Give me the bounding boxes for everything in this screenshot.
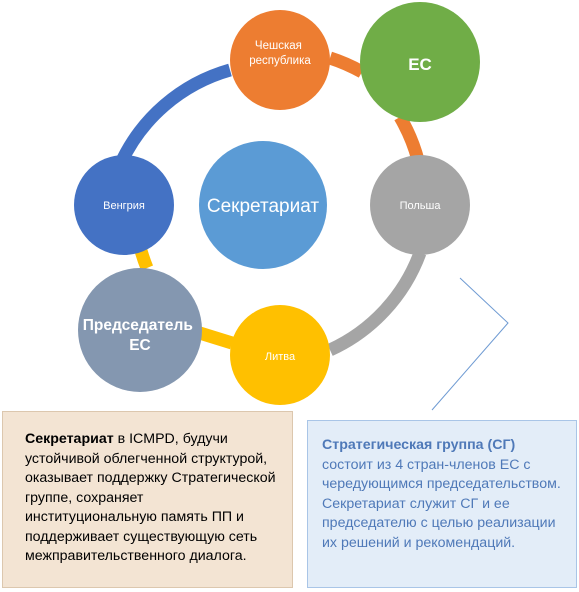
poland-node-label: Польша — [400, 200, 442, 212]
eu-node-label: ЕС — [408, 55, 432, 74]
arc-eu-poland — [394, 113, 425, 162]
chair-node-label: Председатель ЕС — [83, 317, 197, 354]
arc-hungary-czech — [114, 63, 232, 168]
hungary-node-circle — [74, 155, 174, 255]
lithuania-node-circle — [230, 305, 330, 405]
secretariat-description-body: в ICMPD, будучи устойчивой облегченной с… — [25, 431, 276, 564]
strategy-group-description-box: Стратегическая группа (СГ) состоит из 4 … — [307, 420, 577, 588]
hungary-node-label: Венгрия — [103, 200, 145, 212]
arc-poland-lithuania — [327, 250, 427, 356]
czech-node-label-line1: Чешская — [255, 40, 302, 52]
center-node-circle — [199, 141, 327, 269]
czech-node-label: Чешская республика — [249, 40, 311, 67]
eu-node-circle — [360, 2, 480, 122]
center-node-label: Секретариат — [207, 196, 319, 217]
lithuania-node-label: Литва — [265, 351, 296, 363]
strategy-group-description-body: состоит из 4 стран-членов ЕС с чередующи… — [322, 456, 561, 551]
czech-node-circle — [230, 10, 330, 110]
arc-czech-eu — [327, 51, 366, 78]
strategy-group-description-title: Стратегическая группа (СГ) — [322, 437, 516, 453]
secretariat-description-box: Секретариат в ICMPD, будучи устойчивой о… — [2, 411, 293, 588]
chair-node-circle — [78, 268, 202, 392]
czech-node-label-line2: республика — [249, 55, 311, 67]
chair-node-label-line1: Председатель — [83, 317, 193, 334]
poland-node-circle — [370, 155, 470, 255]
chair-node-label-line2: ЕС — [129, 337, 151, 354]
secretariat-description-title: Секретариат — [25, 431, 114, 447]
callout-bracket — [431, 277, 509, 411]
